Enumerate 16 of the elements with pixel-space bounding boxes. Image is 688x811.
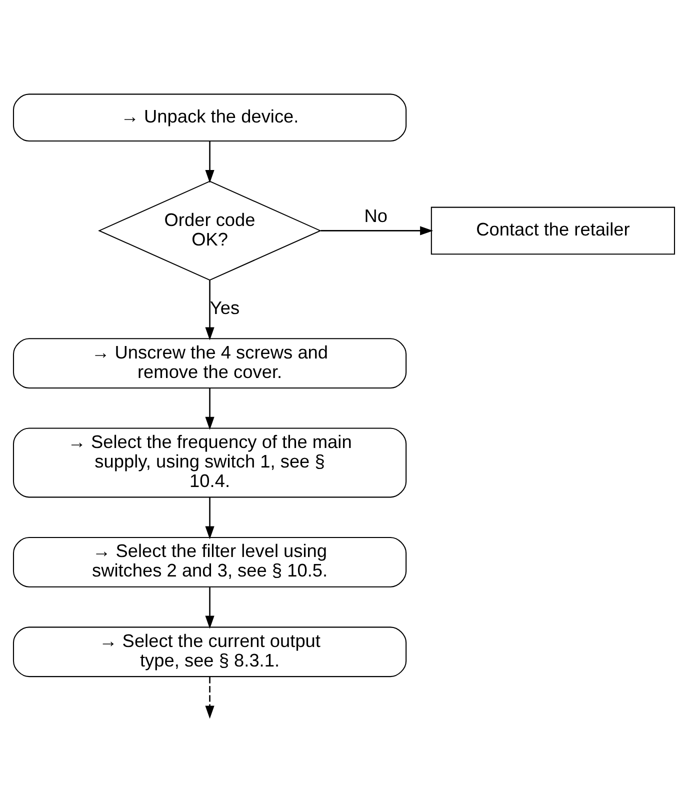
- node-box: → Unpack the device.: [12, 93, 407, 142]
- arrow: [320, 226, 434, 235]
- arrow: [205, 676, 214, 718]
- edge-label: Yes: [210, 298, 240, 318]
- node-box: → Select the filter level using switches 2 and 3, see § 10.5.: [12, 536, 407, 587]
- arrow: [205, 140, 214, 183]
- arrow: [205, 496, 214, 539]
- arrow: [205, 280, 214, 340]
- node-box: → Select the frequency of the main supply, using switch 1, see § 10.4.: [12, 427, 407, 498]
- node-box: Contact the retailer: [430, 206, 676, 254]
- node-diamond: Order code OK?: [98, 180, 322, 280]
- node-box: → Select the current output type, see § 8.3.1.: [12, 626, 407, 677]
- node-box: → Unscrew the 4 screws and remove the cover.: [12, 338, 407, 388]
- arrow: [205, 388, 214, 430]
- arrow: [205, 586, 214, 628]
- edge-label: No: [364, 205, 388, 226]
